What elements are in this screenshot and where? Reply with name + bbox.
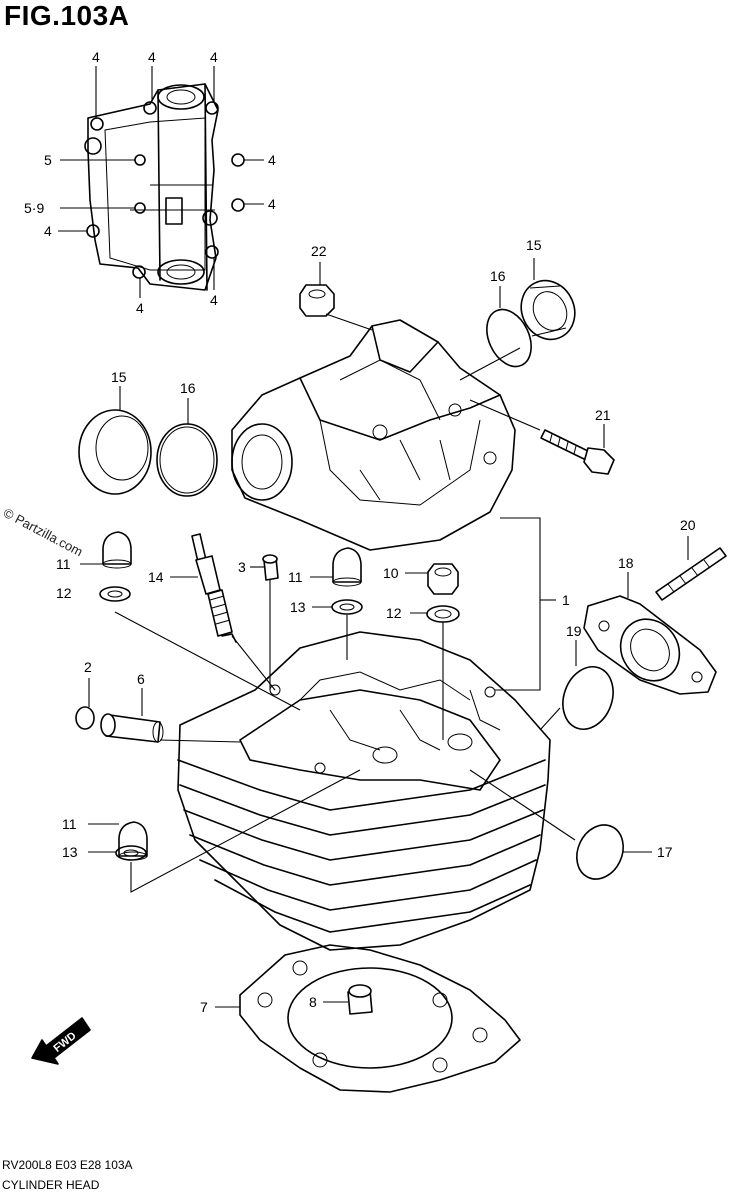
plug-17[interactable] [568, 817, 632, 886]
callout-22: 22 [311, 243, 327, 259]
pipe-6[interactable] [100, 713, 164, 743]
callout-13: 13 [290, 599, 306, 615]
spark-plug-14[interactable] [191, 533, 237, 643]
cylinder-head-cover[interactable] [84, 83, 245, 291]
callout-4: 4 [44, 223, 52, 239]
washer-12-left[interactable] [99, 586, 131, 602]
callout-20: 20 [680, 517, 696, 533]
callout-11: 11 [56, 556, 71, 572]
callout-1: 1 [562, 592, 570, 608]
callout-15: 15 [111, 369, 127, 385]
callout-4: 4 [210, 292, 218, 308]
callout-11: 11 [62, 816, 77, 832]
callout-17: 17 [657, 844, 673, 860]
bolt-21[interactable] [540, 429, 615, 475]
callout-10: 10 [383, 565, 399, 581]
gasket-7[interactable] [239, 944, 521, 1093]
figure-title: FIG.103A [4, 0, 130, 31]
stud-20[interactable] [655, 547, 727, 601]
callout-4: 4 [148, 49, 156, 65]
callout-7: 7 [200, 999, 208, 1015]
o-ring-16-left[interactable] [156, 423, 218, 497]
callout-15: 15 [526, 237, 542, 253]
cap-nut-11-mid[interactable] [332, 547, 362, 587]
cap-nut-11-lower[interactable] [118, 821, 148, 861]
callout-4: 4 [268, 152, 276, 168]
washer-12-mid[interactable] [426, 605, 460, 623]
nut-10[interactable] [427, 563, 459, 595]
callout-11: 11 [288, 569, 303, 585]
intake-pipe-18[interactable] [583, 595, 717, 695]
cylinder-head-lower[interactable] [177, 631, 551, 951]
o-ring-16-right[interactable] [478, 302, 540, 373]
cap-nut-11-left[interactable] [102, 531, 132, 569]
washer-13-lower[interactable] [115, 845, 147, 861]
callout-16: 16 [490, 268, 506, 284]
dowel-3[interactable] [262, 554, 279, 581]
callout-18: 18 [618, 555, 634, 571]
callout-13: 13 [62, 844, 78, 860]
callout-6: 6 [137, 671, 145, 687]
callout-16: 16 [180, 380, 196, 396]
callout-4: 4 [136, 300, 144, 316]
callout-12: 12 [56, 585, 72, 601]
callout-12: 12 [386, 605, 402, 621]
washer-13-mid[interactable] [331, 599, 363, 615]
leader-lines [58, 66, 689, 1008]
callout-5-9: 5·9 [24, 200, 44, 216]
callout-8: 8 [309, 994, 317, 1010]
dowel-8[interactable] [347, 984, 373, 1015]
seal-15-left[interactable] [78, 409, 152, 495]
callout-4: 4 [92, 49, 100, 65]
callout-4: 4 [210, 49, 218, 65]
cap-22[interactable] [299, 284, 335, 317]
callout-21: 21 [595, 407, 611, 423]
model-code: RV200L8 E03 E28 103A [2, 1158, 133, 1172]
callout-3: 3 [238, 559, 246, 575]
fwd-arrow-icon: FWD [31, 1017, 91, 1065]
callout-19: 19 [566, 623, 582, 639]
o-ring-19[interactable] [555, 660, 622, 737]
callout-4: 4 [268, 196, 276, 212]
callout-14: 14 [148, 569, 164, 585]
callout-5: 5 [44, 152, 52, 168]
dowel-2[interactable] [75, 706, 95, 730]
section-name: CYLINDER HEAD [2, 1178, 100, 1192]
callout-2: 2 [84, 659, 92, 675]
cylinder-head-upper[interactable] [231, 319, 516, 551]
seal-15-right[interactable] [512, 272, 584, 348]
callout-labels: 4 4 4 5 4 5·9 4 4 4 4 22 15 16 15 16 21 … [24, 49, 696, 1015]
